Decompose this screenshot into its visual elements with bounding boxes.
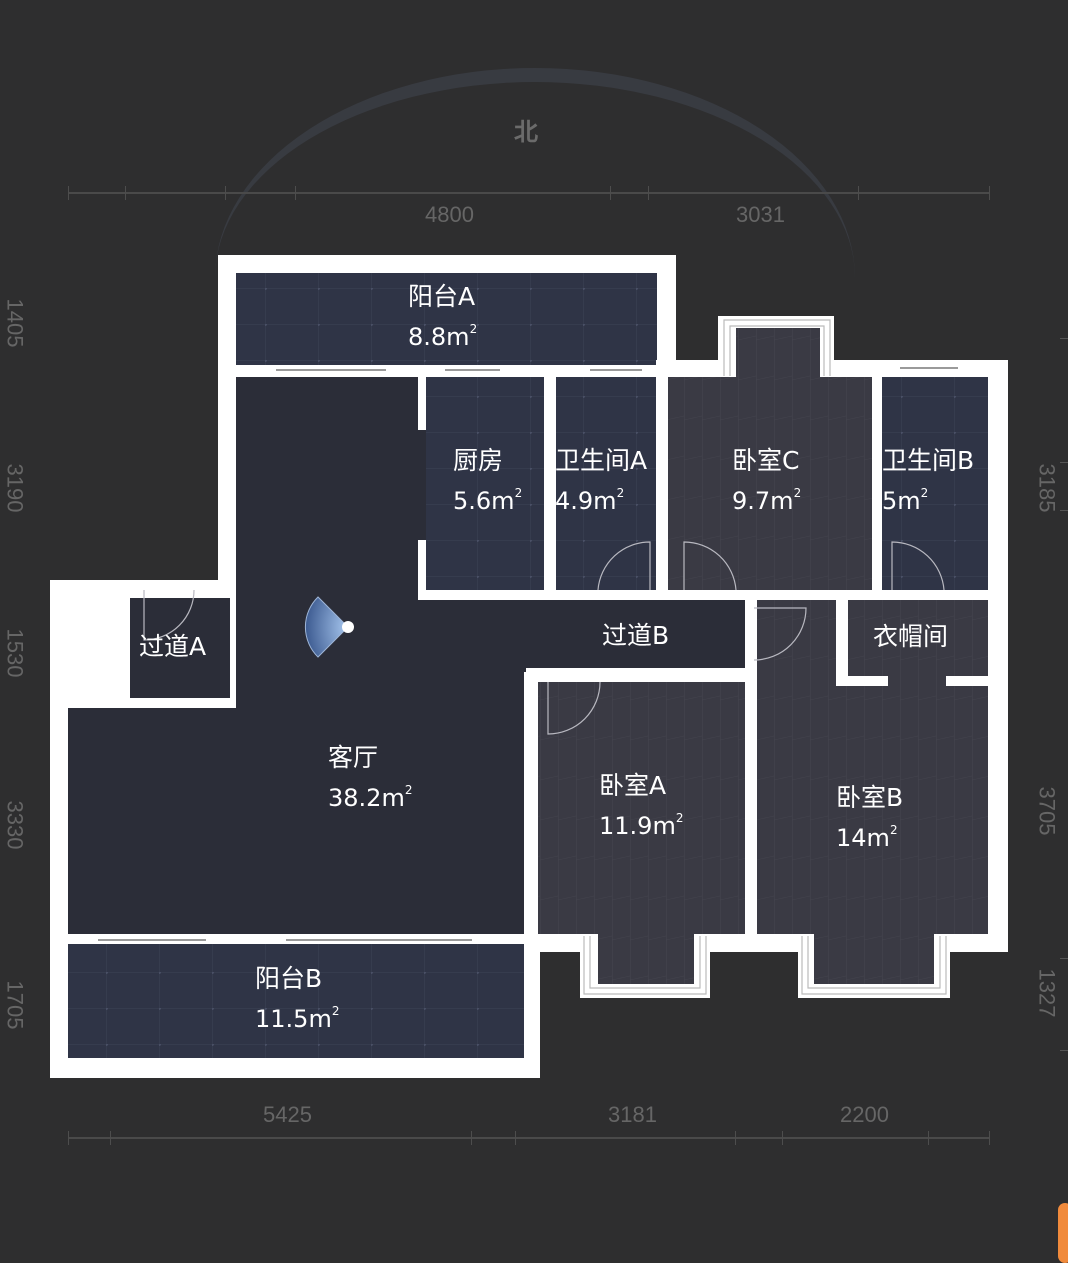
room-name: 阳台B	[255, 964, 323, 993]
bottom-dimension-line	[68, 1137, 990, 1139]
tick	[858, 186, 859, 200]
room-balcony-a[interactable]: 阳台A 8.8m2	[408, 284, 477, 349]
room-bathroom-b[interactable]: 卫生间B 5m2	[882, 448, 974, 513]
bottom-dim-2: 3181	[608, 1102, 657, 1127]
living-floor	[68, 708, 524, 936]
viewpoint-dot	[342, 621, 354, 633]
room-area: 5.6m2	[453, 486, 523, 515]
tick	[735, 1131, 736, 1145]
bedroom-a-floor	[538, 682, 748, 934]
kitchen-floor	[424, 377, 544, 590]
room-area: 11.5m2	[255, 1004, 340, 1033]
balcony-b-floor	[68, 944, 524, 1058]
north-label: 北	[514, 118, 538, 146]
room-area: 14m2	[836, 823, 898, 852]
room-bedroom-a[interactable]: 卧室A 11.9m2	[599, 773, 683, 838]
room-name: 卧室B	[836, 783, 904, 812]
corridor-b-floor	[424, 600, 750, 668]
top-dim-1: 4800	[425, 202, 474, 227]
room-area: 5m2	[882, 486, 929, 515]
tick	[110, 1131, 111, 1145]
room-area: 11.9m2	[599, 811, 684, 840]
tick	[928, 1131, 929, 1145]
tick	[1060, 338, 1068, 339]
room-name: 卧室C	[732, 446, 800, 475]
corridor-a-floor	[130, 598, 230, 698]
tick	[515, 1131, 516, 1145]
room-name: 阳台A	[408, 282, 476, 311]
bottom-dim-3: 2200	[840, 1102, 889, 1127]
viewpoint-cone	[304, 596, 349, 658]
room-corridor-a[interactable]: 过道A	[139, 632, 207, 661]
room-area: 9.7m2	[732, 486, 802, 515]
tick	[68, 186, 69, 200]
room-kitchen[interactable]: 厨房 5.6m2	[453, 448, 522, 513]
tick	[1060, 958, 1068, 959]
tick	[125, 186, 126, 200]
room-name: 卫生间A	[555, 446, 648, 475]
room-area: 4.9m2	[555, 486, 625, 515]
tick	[295, 186, 296, 200]
room-closet[interactable]: 衣帽间	[873, 622, 949, 651]
room-name: 厨房	[453, 446, 504, 475]
room-name: 卫生间B	[882, 446, 975, 475]
tick	[68, 1131, 69, 1145]
tick	[610, 186, 611, 200]
tick	[648, 186, 649, 200]
room-name: 卧室A	[599, 771, 667, 800]
room-living-room[interactable]: 客厅 38.2m2	[328, 745, 412, 810]
tick	[471, 1131, 472, 1145]
tick	[782, 1131, 783, 1145]
room-area: 8.8m2	[408, 322, 478, 351]
bathroom-b-floor	[882, 377, 988, 590]
tick	[1060, 462, 1068, 463]
bedroom-c-floor	[668, 377, 872, 590]
top-dimension-line	[68, 192, 990, 194]
room-bedroom-c[interactable]: 卧室C 9.7m2	[732, 448, 801, 513]
tick	[1060, 1050, 1068, 1051]
balcony-a-floor	[236, 273, 657, 365]
bottom-dim-1: 5425	[263, 1102, 312, 1127]
scrollbar-thumb[interactable]	[1058, 1203, 1068, 1263]
top-dim-2: 3031	[736, 202, 785, 227]
tick	[989, 1131, 990, 1145]
bathroom-a-floor	[556, 377, 658, 590]
room-corridor-b[interactable]: 过道B	[602, 621, 670, 650]
closet-floor	[848, 600, 988, 676]
room-bedroom-b[interactable]: 卧室B 14m2	[836, 785, 903, 850]
room-balcony-b[interactable]: 阳台B 11.5m2	[255, 966, 339, 1031]
room-area: 38.2m2	[328, 783, 413, 812]
room-name: 客厅	[328, 743, 379, 772]
room-bathroom-a[interactable]: 卫生间A 4.9m2	[555, 448, 647, 513]
tick	[989, 186, 990, 200]
tick	[1060, 510, 1068, 511]
tick	[225, 186, 226, 200]
